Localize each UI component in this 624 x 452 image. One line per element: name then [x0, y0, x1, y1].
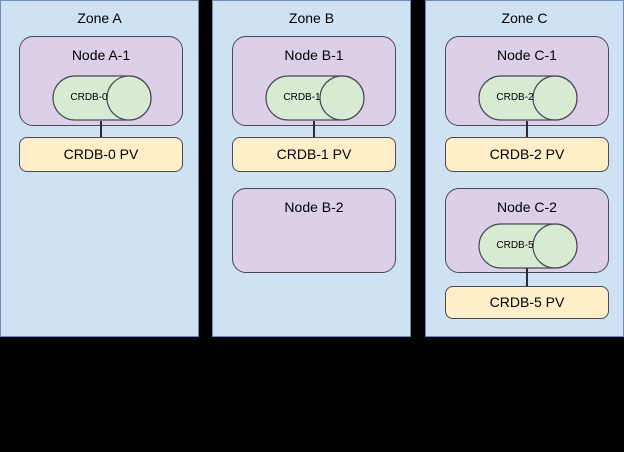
- node-a-1-title: Node A-1: [71, 47, 131, 63]
- zone-a: Zone A Node A-1 CRDB-0 CRDB-0 PV: [0, 0, 199, 337]
- database-cylinder-crdb-5: CRDB-5: [478, 223, 578, 269]
- connector-node-a-1-to-crdb-0-pv: [100, 121, 102, 138]
- pv-crdb-2-label: CRDB-2 PV: [489, 146, 565, 162]
- zone-a-title: Zone A: [77, 10, 122, 26]
- database-cylinder-crdb-2: CRDB-2: [478, 75, 578, 121]
- zone-c-title: Zone C: [501, 10, 548, 26]
- cylinder-shape-icon: [52, 75, 152, 121]
- pv-crdb-1: CRDB-1 PV: [232, 137, 396, 172]
- pv-crdb-5-label: CRDB-5 PV: [489, 294, 565, 310]
- connector-node-c-2-to-crdb-5-pv: [526, 268, 528, 286]
- pv-crdb-0-label: CRDB-0 PV: [63, 146, 139, 162]
- database-cylinder-crdb-1: CRDB-1: [265, 75, 365, 121]
- node-c-1-title: Node C-1: [497, 47, 557, 63]
- pv-crdb-1-label: CRDB-1 PV: [276, 146, 352, 162]
- cylinder-shape-icon: [478, 75, 578, 121]
- zone-b: Zone B Node B-1 CRDB-1 CRDB-1 PV Node B-…: [212, 0, 411, 337]
- pv-crdb-0: CRDB-0 PV: [19, 137, 183, 172]
- node-b-1: Node B-1 CRDB-1: [232, 36, 396, 126]
- node-c-2-title: Node C-2: [497, 199, 557, 215]
- connector-node-b-1-to-crdb-1-pv: [313, 121, 315, 138]
- node-a-1: Node A-1 CRDB-0: [19, 36, 183, 126]
- cylinder-shape-icon: [265, 75, 365, 121]
- node-c-1: Node C-1 CRDB-2: [445, 36, 609, 126]
- node-b-2: Node B-2: [232, 188, 396, 273]
- zone-b-title: Zone B: [288, 10, 335, 26]
- pv-crdb-5: CRDB-5 PV: [445, 286, 609, 319]
- node-b-2-title: Node B-2: [284, 199, 344, 215]
- node-c-2: Node C-2 CRDB-5: [445, 188, 609, 273]
- pv-crdb-2: CRDB-2 PV: [445, 137, 609, 172]
- node-b-1-title: Node B-1: [284, 47, 344, 63]
- database-cylinder-crdb-0: CRDB-0: [52, 75, 152, 121]
- zone-c: Zone C Node C-1 CRDB-2 CRDB-2 PV Node C-…: [425, 0, 624, 337]
- connector-node-c-1-to-crdb-2-pv: [526, 121, 528, 138]
- cylinder-shape-icon: [478, 223, 578, 269]
